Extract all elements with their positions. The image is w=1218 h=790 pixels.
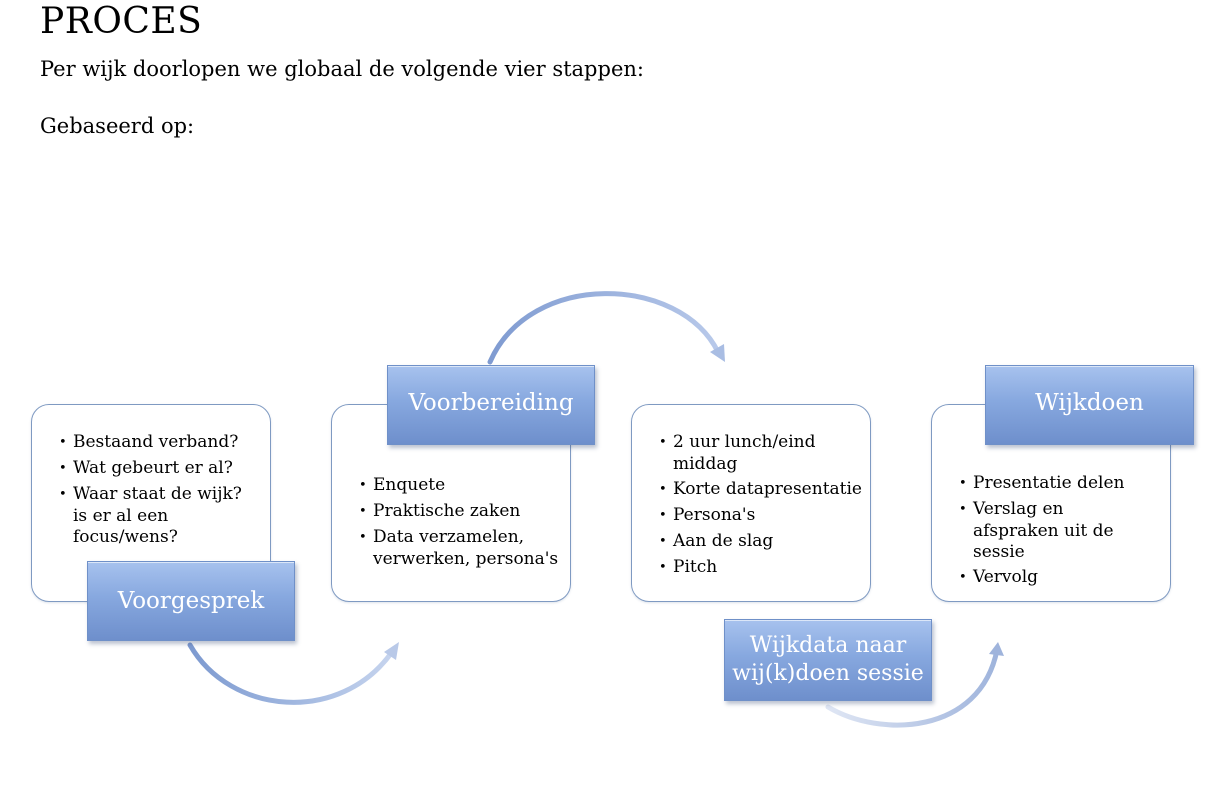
page-title: PROCES (40, 1, 203, 42)
intro-text: Per wijk doorlopen we globaal de volgend… (40, 57, 644, 81)
list-item: Presentatie delen (959, 473, 1149, 495)
list-item: Praktische zaken (359, 501, 564, 523)
step-list-voorgesprek: Bestaand verband? Wat gebeurt er al? Waa… (59, 432, 259, 552)
arrow-3-icon (825, 642, 1004, 728)
list-item: Data verzamelen, verwerken, persona's (359, 527, 564, 570)
list-item: Bestaand verband? (59, 432, 259, 454)
list-item: 2 uur lunch/eind middag (659, 432, 864, 475)
list-item: Aan de slag (659, 531, 864, 553)
list-item: Korte datapresentatie (659, 479, 864, 501)
step-label-voorgesprek: Voorgesprek (87, 561, 295, 641)
list-item: Pitch (659, 557, 864, 579)
step-list-wijkdata: 2 uur lunch/eind middag Korte datapresen… (659, 432, 864, 583)
step-label-wijkdata: Wijkdata naar wij(k)doen sessie (724, 619, 932, 701)
list-item: Verslag en afspraken uit de sessie (959, 499, 1149, 563)
list-item: Vervolg (959, 567, 1149, 589)
list-item: Wat gebeurt er al? (59, 458, 259, 480)
list-item: Waar staat de wijk? is er al een focus/w… (59, 484, 259, 548)
list-item: Persona's (659, 505, 864, 527)
list-item: Enquete (359, 475, 564, 497)
step-list-voorbereiding: Enquete Praktische zaken Data verzamelen… (359, 475, 564, 574)
based-on-text: Gebaseerd op: (40, 114, 195, 138)
step-label-wijkdoen: Wijkdoen (985, 365, 1194, 445)
step-label-voorbereiding: Voorbereiding (387, 365, 595, 445)
arrow-2-icon (487, 291, 725, 365)
step-list-wijkdoen: Presentatie delen Verslag en afspraken u… (959, 473, 1149, 593)
step-card-wijkdata: 2 uur lunch/eind middag Korte datapresen… (631, 404, 871, 602)
arrow-1-icon (187, 642, 399, 705)
